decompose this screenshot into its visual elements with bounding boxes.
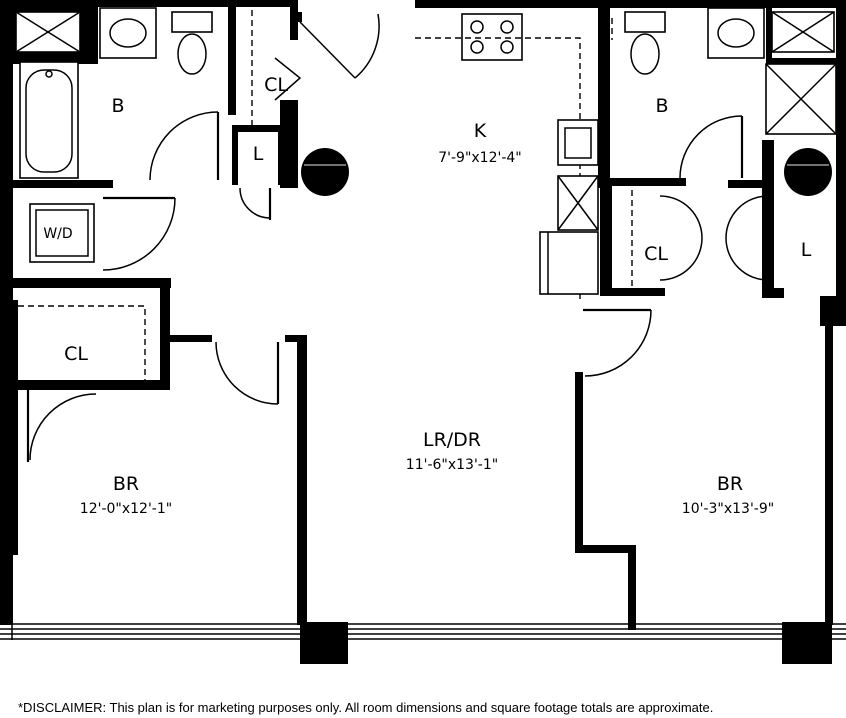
label-kitchen: K <box>474 120 487 142</box>
walls <box>0 0 846 664</box>
label-closet-right: CL <box>644 243 668 265</box>
disclaimer-text: *DISCLAIMER: This plan is for marketing … <box>18 700 714 715</box>
label-bedroom-left: BR <box>113 473 139 495</box>
label-living-dining: LR/DR <box>423 429 481 451</box>
label-linen-right: L <box>801 239 812 261</box>
left-bath-fixtures <box>15 7 213 179</box>
label-closet-hall: CL <box>264 74 288 96</box>
label-laundry: W/D <box>43 226 72 242</box>
kitchen-fixtures <box>415 13 599 300</box>
label-bedroom-right: BR <box>717 473 743 495</box>
washer-dryer <box>29 203 95 263</box>
label-bath-right: B <box>655 95 668 117</box>
dims-kitchen: 7'-9"x12'-4" <box>438 150 522 166</box>
label-bath-left: B <box>111 95 124 117</box>
right-bath-fixtures <box>624 7 837 135</box>
label-linen-left: L <box>253 143 264 165</box>
dims-bedroom-left: 12'-0"x12'-1" <box>80 501 172 517</box>
dims-bedroom-right: 10'-3"x13'-9" <box>682 501 774 517</box>
closet-shelving <box>18 10 633 380</box>
door-swings <box>26 13 769 462</box>
label-closet-left-br: CL <box>64 343 88 365</box>
dims-living-dining: 11'-6"x13'-1" <box>406 457 498 473</box>
structural-column-right <box>784 148 832 196</box>
window-glazing <box>0 555 846 640</box>
structural-column-left <box>301 148 349 196</box>
